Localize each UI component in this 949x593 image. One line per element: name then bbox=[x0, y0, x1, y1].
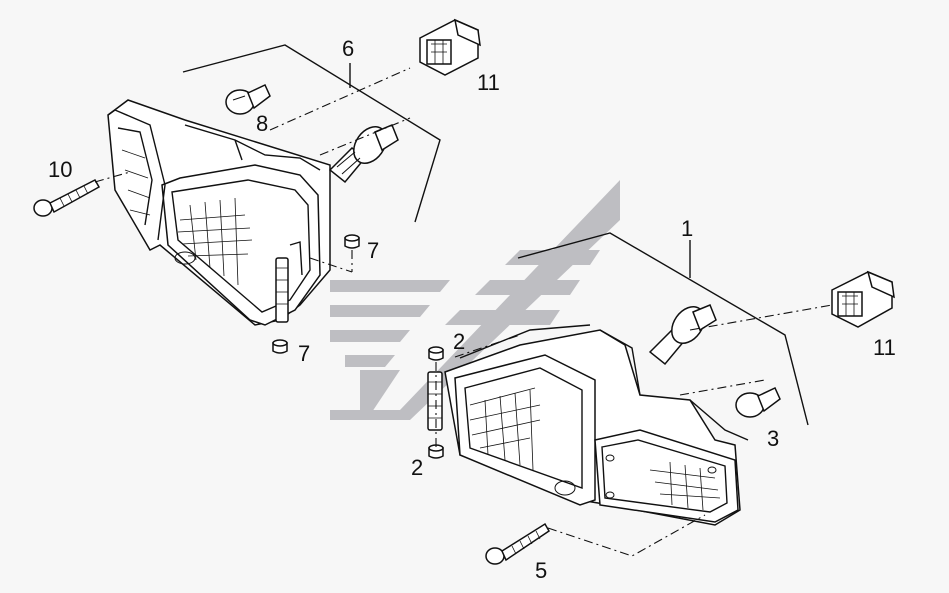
clip-2-upper bbox=[428, 346, 444, 361]
screw-10 bbox=[33, 179, 101, 217]
callout-3: 3 bbox=[767, 426, 779, 451]
leaders-left bbox=[94, 44, 441, 273]
callout-2-lower: 2 bbox=[411, 455, 423, 480]
h4-bulb-left bbox=[328, 124, 399, 184]
clip-2-lower bbox=[428, 444, 444, 459]
leaders-right bbox=[435, 232, 833, 557]
bulb-3 bbox=[735, 386, 781, 418]
clip-7-upper bbox=[344, 234, 360, 249]
callout-7-lower: 7 bbox=[298, 341, 310, 366]
callout-8: 8 bbox=[256, 111, 268, 136]
callout-11-right: 11 bbox=[873, 335, 896, 360]
callout-1: 1 bbox=[681, 216, 693, 241]
watermark-logo bbox=[330, 180, 620, 420]
connector-11-right bbox=[831, 270, 895, 328]
screw-5 bbox=[485, 522, 550, 565]
callout-11-top: 11 bbox=[477, 70, 500, 95]
h4-bulb-right bbox=[648, 304, 717, 366]
callout-7-upper: 7 bbox=[367, 238, 379, 263]
callout-6: 6 bbox=[342, 36, 354, 61]
clip-7-lower bbox=[272, 339, 288, 354]
callout-2-upper: 2 bbox=[453, 329, 465, 354]
callout-5: 5 bbox=[535, 558, 547, 583]
left-headlamp bbox=[107, 99, 331, 326]
connector-11-top bbox=[419, 18, 481, 76]
right-headlamp bbox=[427, 324, 749, 526]
callout-10: 10 bbox=[48, 157, 72, 182]
bulb-8 bbox=[225, 83, 271, 115]
